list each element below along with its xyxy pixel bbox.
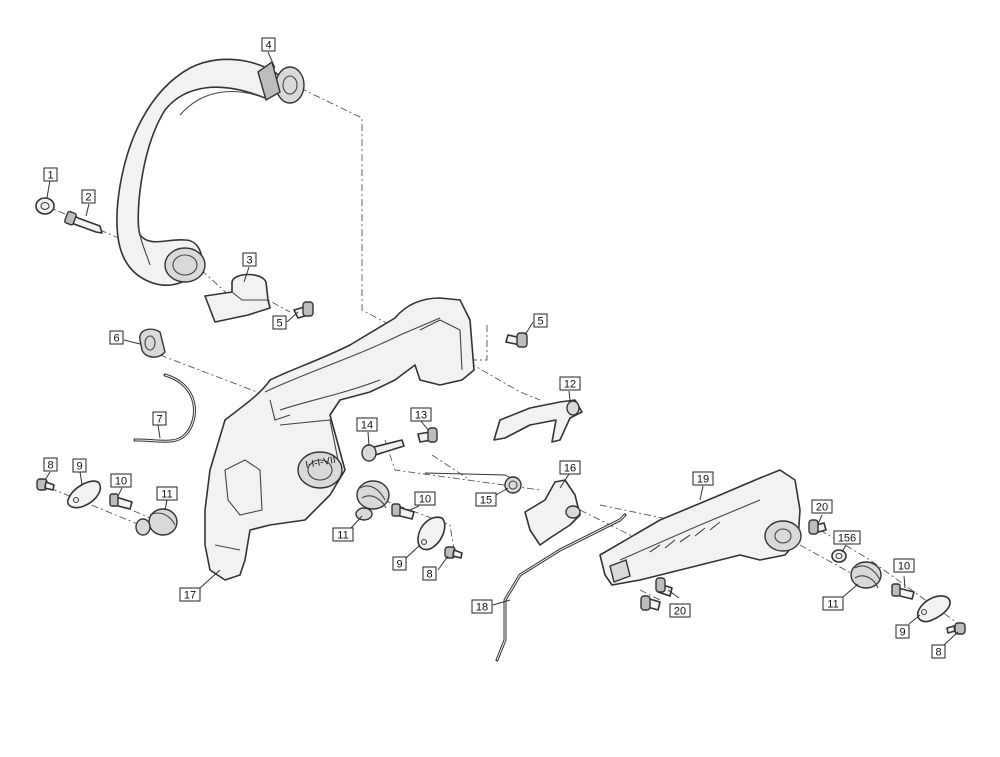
callout-8c: 8 [931, 644, 946, 659]
callout-7: 7 [152, 411, 167, 426]
svg-text:16: 16 [564, 463, 576, 475]
part-11-damper-b [355, 480, 390, 521]
part-14-pin [361, 439, 405, 462]
callout-8a: 8 [43, 457, 58, 472]
svg-text:11: 11 [161, 489, 172, 501]
svg-text:8: 8 [935, 647, 941, 659]
callout-13: 13 [410, 407, 432, 422]
svg-text:11: 11 [337, 530, 348, 542]
svg-text:10: 10 [898, 561, 910, 573]
svg-text:2: 2 [85, 192, 91, 204]
callout-15: 15 [475, 492, 497, 507]
svg-text:19: 19 [697, 474, 709, 486]
part-19-side-handle [599, 469, 802, 586]
part-5-screw-b [505, 332, 528, 348]
callout-11b: 11 [332, 527, 354, 542]
callout-3: 3 [242, 252, 257, 267]
callout-20b: 20 [669, 603, 691, 618]
callout-5b: 5 [533, 313, 548, 328]
part-18-throttle-cable [495, 513, 627, 662]
part-10-bolt-a [109, 493, 133, 510]
svg-text:10: 10 [115, 476, 127, 488]
callout-10a: 10 [110, 473, 132, 488]
part-7-hose [133, 373, 197, 443]
svg-text:5: 5 [276, 318, 282, 330]
part-8-screw-b [444, 546, 463, 559]
callout-9c: 9 [895, 624, 910, 639]
part-5-screw-a [293, 301, 314, 319]
svg-text:5: 5 [537, 316, 543, 328]
callout-9b: 9 [392, 556, 407, 571]
part-8-screw-c [946, 622, 966, 635]
callout-2: 2 [81, 189, 96, 204]
svg-text:9: 9 [899, 627, 905, 639]
callout-5a: 5 [272, 315, 287, 330]
callout-11c: 11 [822, 596, 844, 611]
handle-marking-text: I-I-I-VII [305, 455, 337, 471]
callout-1: 1 [43, 167, 58, 182]
part-3-clamp [204, 273, 271, 323]
part-4-front-handle [116, 58, 305, 286]
svg-text:1: 1 [47, 170, 53, 182]
part-9-plate-b [417, 516, 446, 551]
svg-text:15: 15 [480, 495, 492, 507]
part-11-damper-a [135, 508, 178, 536]
part-13-screw [417, 427, 438, 443]
callout-11a: 11 [156, 486, 178, 501]
callout-19: 19 [692, 471, 714, 486]
svg-text:18: 18 [476, 602, 488, 614]
callout-14: 14 [356, 417, 378, 432]
callout-6: 6 [109, 330, 124, 345]
callout-17: 17 [179, 587, 201, 602]
svg-text:17: 17 [184, 590, 196, 602]
svg-text:20: 20 [816, 502, 828, 514]
part-20-screw-c [640, 595, 661, 611]
part-11-damper-c [850, 561, 882, 589]
part-2-bolt [64, 210, 103, 234]
svg-text:10: 10 [419, 494, 431, 506]
callout-4: 4 [261, 37, 276, 52]
callout-20a: 20 [811, 499, 833, 514]
svg-text:14: 14 [361, 420, 373, 432]
svg-text:4: 4 [265, 40, 271, 52]
assembly-lines [44, 87, 961, 626]
leader-lines [44, 51, 959, 646]
svg-text:8: 8 [426, 569, 432, 581]
svg-text:6: 6 [113, 333, 119, 345]
part-6-grommet [139, 328, 166, 358]
callout-156: 156 [833, 530, 861, 545]
part-16-trigger [524, 479, 581, 546]
callout-18: 18 [471, 599, 493, 614]
callout-16: 16 [559, 460, 581, 475]
part-9-plate-c [916, 595, 951, 623]
callout-12: 12 [559, 376, 581, 391]
svg-text:9: 9 [76, 461, 82, 473]
svg-text:11: 11 [827, 599, 838, 611]
callout-10c: 10 [893, 558, 915, 573]
part-10-bolt-b [391, 503, 415, 520]
svg-text:9: 9 [396, 559, 402, 571]
callout-8b: 8 [422, 566, 437, 581]
part-10-bolt-c [891, 583, 915, 600]
svg-text:13: 13 [415, 410, 427, 422]
part-20-screw-a [808, 519, 827, 535]
part-1-washer [35, 197, 55, 215]
part-12-lever [493, 399, 583, 443]
part-8-screw-a [36, 478, 55, 491]
svg-text:7: 7 [156, 414, 162, 426]
part-17-rear-handle-housing [204, 297, 475, 581]
callout-10b: 10 [414, 491, 436, 506]
svg-text:12: 12 [564, 379, 576, 391]
part-9-plate-a [66, 480, 102, 509]
svg-text:3: 3 [246, 255, 252, 267]
part-20-screw-b [655, 577, 673, 597]
callout-9a: 9 [72, 458, 87, 473]
svg-text:156: 156 [838, 533, 856, 545]
part-15-spring-clip [424, 472, 522, 494]
svg-text:8: 8 [47, 460, 53, 472]
part-156-washer [831, 549, 847, 563]
svg-text:20: 20 [674, 606, 686, 618]
